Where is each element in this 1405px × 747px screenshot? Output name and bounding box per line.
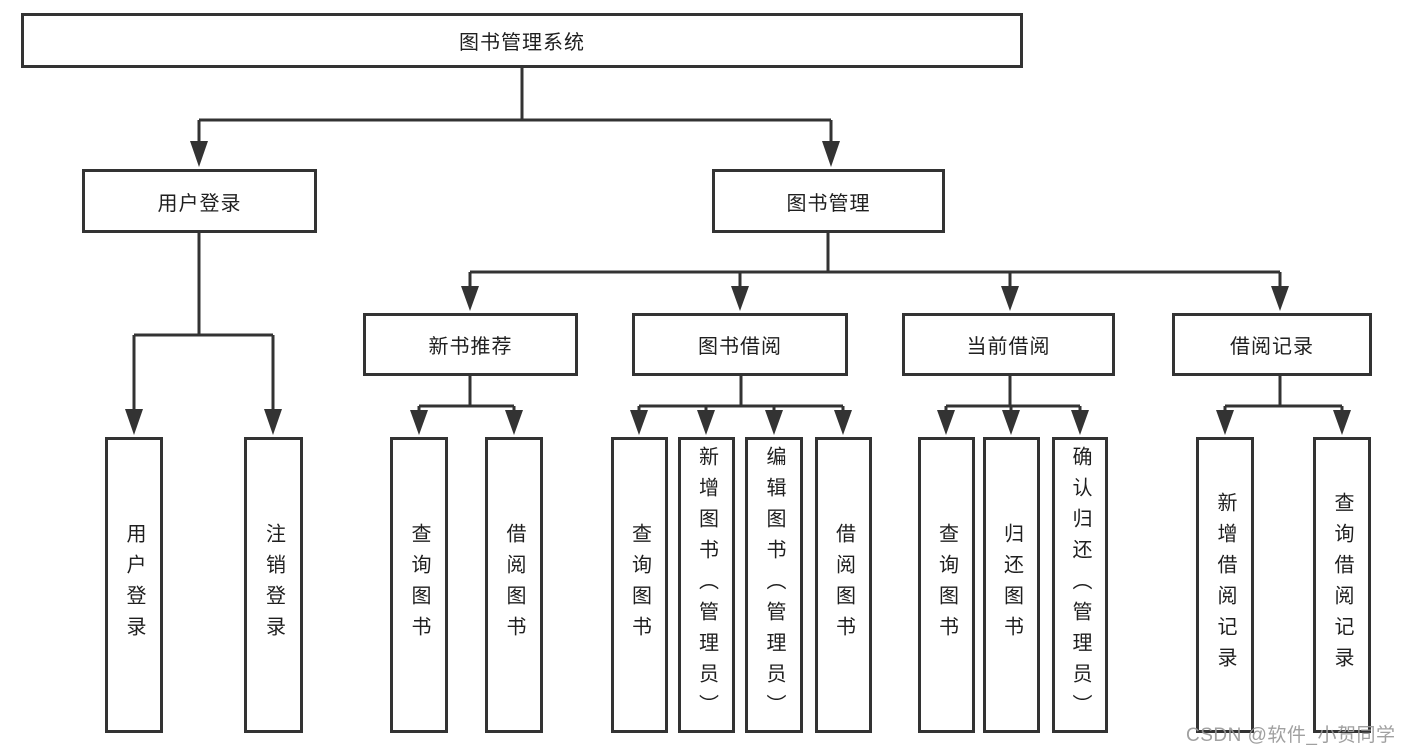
node-new-book-recommend-label: 新书推荐 [428,336,513,358]
leaf-add-book-admin: 新增图书（管理员） [678,437,735,733]
node-user-login: 用户登录 [82,169,317,233]
leaf-logout-label: 注销登录 [262,523,285,647]
leaf-borrow-books: 借阅图书 [815,437,872,733]
leaf-borrow-books-recommend: 借阅图书 [485,437,543,733]
leaf-add-borrow-record-label: 新增借阅记录 [1214,492,1236,678]
leaf-query-books-current: 查询图书 [918,437,975,733]
leaf-add-borrow-record: 新增借阅记录 [1196,437,1254,733]
leaf-return-book-label: 归还图书 [1000,523,1023,647]
node-book-borrow: 图书借阅 [632,313,848,376]
leaf-edit-book-admin: 编辑图书（管理员） [745,437,803,733]
leaf-confirm-return-admin: 确认归还（管理员） [1052,437,1108,733]
leaf-query-borrow-record: 查询借阅记录 [1313,437,1371,733]
node-current-borrow-label: 当前借阅 [966,336,1051,358]
connector-book-borrow [630,376,852,435]
connector-root [190,68,840,167]
node-book-management: 图书管理 [712,169,945,233]
leaf-query-books-borrow-label: 查询图书 [628,523,651,647]
connector-new-book-recommend [410,376,523,435]
node-new-book-recommend: 新书推荐 [363,313,578,376]
node-root-label: 图书管理系统 [459,32,585,54]
leaf-confirm-return-admin-label: 确认归还（管理员） [1069,445,1091,725]
watermark-text: CSDN @软件_小贺同学 [1186,725,1396,746]
node-book-management-label: 图书管理 [786,192,871,215]
connector-current-borrow [937,376,1089,435]
leaf-return-book: 归还图书 [983,437,1040,733]
leaf-edit-book-admin-label: 编辑图书（管理员） [763,445,785,725]
node-book-borrow-label: 图书借阅 [698,336,782,358]
node-user-login-label: 用户登录 [157,192,242,215]
leaf-borrow-books-label: 借阅图书 [832,523,855,647]
leaf-query-books-recommend: 查询图书 [390,437,448,733]
connector-borrow-records [1216,376,1351,435]
leaf-add-book-admin-label: 新增图书（管理员） [695,445,718,725]
leaf-user-login-label: 用户登录 [123,523,145,647]
node-current-borrow: 当前借阅 [902,313,1115,376]
leaf-query-books-borrow: 查询图书 [611,437,668,733]
leaf-logout: 注销登录 [244,437,303,733]
node-borrow-records: 借阅记录 [1172,313,1372,376]
connector-book-management [461,233,1289,311]
leaf-user-login: 用户登录 [105,437,163,733]
node-borrow-records-label: 借阅记录 [1230,336,1314,358]
node-root: 图书管理系统 [21,13,1023,68]
leaf-query-books-recommend-label: 查询图书 [408,523,430,647]
leaf-query-books-current-label: 查询图书 [935,523,958,647]
leaf-query-borrow-record-label: 查询借阅记录 [1331,492,1353,678]
connector-user-login [125,233,282,435]
leaf-borrow-books-recommend-label: 借阅图书 [503,523,525,647]
